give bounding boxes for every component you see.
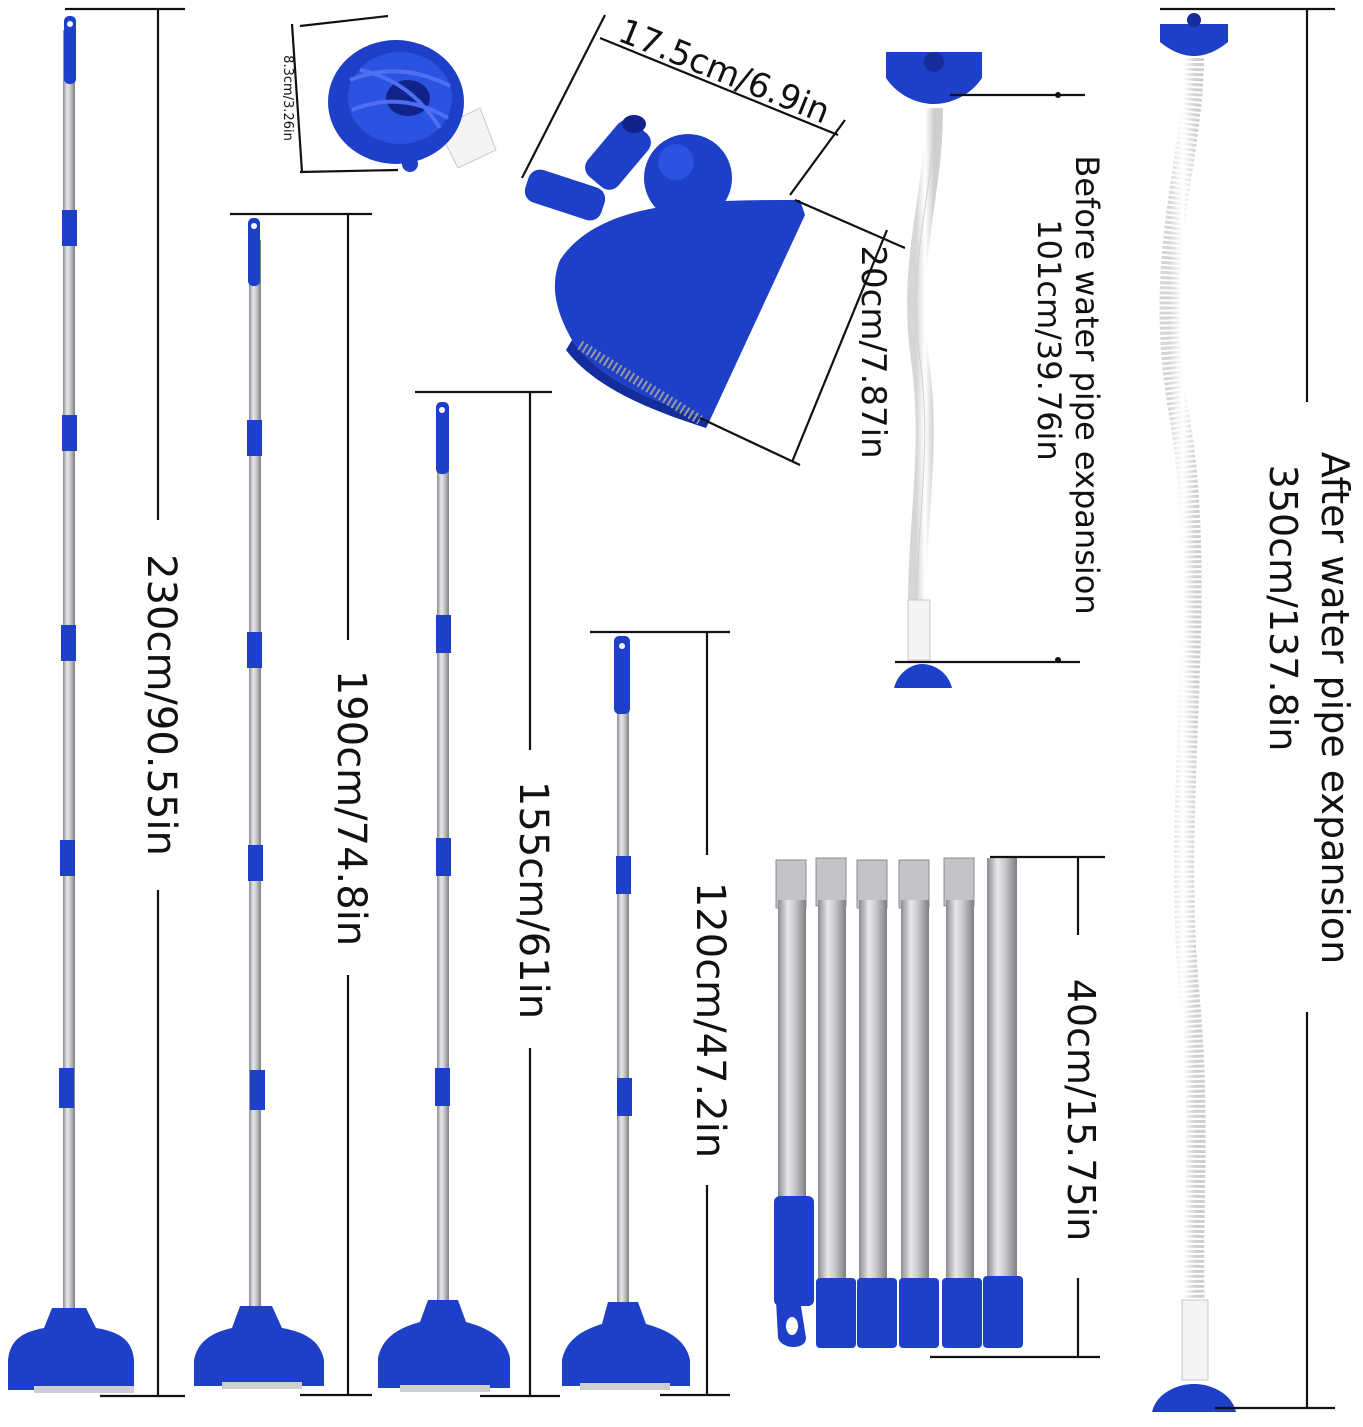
hose-after-label: 350cm/137.8in xyxy=(1261,465,1305,752)
pole-155-icon xyxy=(378,402,510,1392)
segments-label: 40cm/15.75in xyxy=(1059,979,1103,1242)
segment-1 xyxy=(774,859,814,1347)
pole-120-icon xyxy=(562,636,690,1390)
segment-3 xyxy=(856,859,897,1348)
pole-230-group: 230cm/90.55in xyxy=(8,7,185,1398)
brush-depth-label: 20cm/7.87in xyxy=(853,245,893,458)
pole-120-group: 120cm/47.2in xyxy=(562,630,733,1397)
hose-after-group: After water pipe expansion 350cm/137.8in xyxy=(1152,7,1357,1412)
pole-230-icon xyxy=(8,16,134,1393)
segment-5 xyxy=(942,857,982,1348)
pole-190-icon xyxy=(194,218,324,1389)
hose-before-group: Before water pipe expansion 101cm/39.76i… xyxy=(886,52,1106,688)
hose-after-title: After water pipe expansion xyxy=(1313,452,1357,964)
pole-155-label: 155cm/61in xyxy=(510,781,556,1019)
pole-190-label: 190cm/74.8in xyxy=(328,670,374,946)
brush-width-label: 17.5cm/6.9in xyxy=(613,11,836,132)
segment-6 xyxy=(983,858,1023,1348)
hose-adapter-icon xyxy=(328,40,497,172)
pole-120-label: 120cm/47.2in xyxy=(687,882,733,1158)
hose-before-label: 101cm/39.76in xyxy=(1030,219,1068,460)
brush-head-group: 17.5cm/6.9in 20cm/7.87in xyxy=(521,11,906,466)
pole-230-label: 230cm/90.55in xyxy=(138,554,184,856)
pole-190-group: 190cm/74.8in xyxy=(194,212,374,1397)
pole-segments-icon xyxy=(774,857,1023,1348)
water-hose-icon xyxy=(1152,13,1236,1412)
segment-4 xyxy=(898,859,939,1348)
pole-155-group: 155cm/61in xyxy=(378,390,560,1398)
segment-2 xyxy=(815,857,856,1348)
adapter-group: 8.3cm/3.26in xyxy=(280,14,497,174)
hose-before-icon xyxy=(886,52,982,688)
adapter-label: 8.3cm/3.26in xyxy=(280,55,295,141)
segments-group: 40cm/15.75in xyxy=(774,855,1105,1359)
vacuum-brush-head-icon xyxy=(524,115,805,428)
hose-before-title: Before water pipe expansion xyxy=(1068,155,1106,614)
